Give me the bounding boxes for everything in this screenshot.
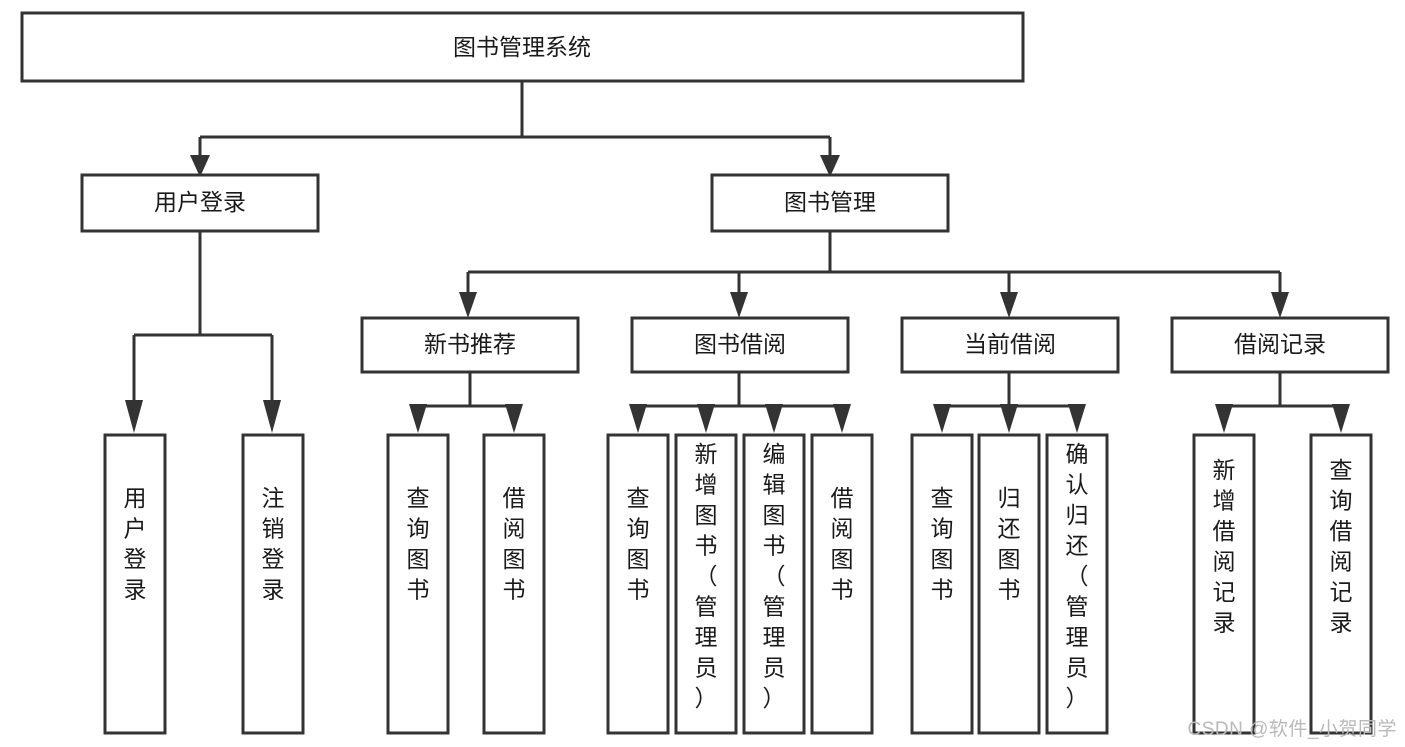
node-book-borrow-box[interactable] xyxy=(630,316,850,374)
arrowhead-book-manage xyxy=(820,155,840,177)
node-user-login-label: 用户登录 xyxy=(154,189,246,215)
leaf-borrow-book-1[interactable]: 借阅图书 xyxy=(482,433,546,735)
node-book-manage-label: 图书管理 xyxy=(784,189,876,215)
leaf-add-book[interactable]: 新增图书（管理员） xyxy=(674,433,738,735)
leaf-edit-book-label: 编辑图书（管理员） xyxy=(763,441,786,711)
leaf-add-record-box[interactable] xyxy=(1192,433,1256,735)
leaf-edit-book-box[interactable] xyxy=(742,433,806,735)
node-new-book-recommend-box[interactable] xyxy=(360,316,580,374)
leaf-query-book-3-label: 查询图书 xyxy=(931,485,954,603)
leaf-query-book-1[interactable]: 查询图书 xyxy=(386,433,450,735)
node-book-borrow[interactable]: 图书借阅 xyxy=(630,316,850,374)
leaf-add-record-label: 新增借阅记录 xyxy=(1213,457,1236,636)
arrowhead-leaf-borrow-book-2 xyxy=(833,404,851,433)
leaf-user-login-box[interactable] xyxy=(103,433,167,735)
leaf-borrow-book-2-label: 借阅图书 xyxy=(831,485,854,603)
leaf-add-record[interactable]: 新增借阅记录 xyxy=(1192,433,1256,735)
arrowhead-leaf-edit-book xyxy=(765,404,783,433)
leaf-query-book-1-box[interactable] xyxy=(386,433,450,735)
leaf-query-book-3[interactable]: 查询图书 xyxy=(910,433,974,735)
node-root[interactable]: 图书管理系统 xyxy=(20,11,1025,83)
arrowhead-leaf-add-record xyxy=(1215,404,1233,433)
node-borrow-record-box[interactable] xyxy=(1170,316,1390,374)
leaf-query-book-2[interactable]: 查询图书 xyxy=(606,433,670,735)
node-current-borrow-label: 当前借阅 xyxy=(964,331,1056,357)
leaf-user-login-label: 用户登录 xyxy=(124,485,147,603)
arrowhead-leaf-query-book-2 xyxy=(629,404,647,433)
node-new-book-recommend[interactable]: 新书推荐 xyxy=(360,316,580,374)
arrowhead-leaf-confirm-return xyxy=(1068,404,1086,433)
node-new-book-recommend-label: 新书推荐 xyxy=(424,331,516,357)
leaf-query-book-3-box[interactable] xyxy=(910,433,974,735)
arrowhead-current-borrow xyxy=(1000,292,1018,318)
arrowhead-user-login xyxy=(190,155,210,177)
leaf-confirm-return[interactable]: 确认归还（管理员） xyxy=(1045,433,1109,735)
leaf-query-book-2-box[interactable] xyxy=(606,433,670,735)
leaf-add-book-box[interactable] xyxy=(674,433,738,735)
leaf-logout-login-label: 注销登录 xyxy=(262,485,285,603)
leaf-return-book-label: 归还图书 xyxy=(998,485,1021,603)
leaf-confirm-return-label: 确认归还（管理员） xyxy=(1066,441,1089,711)
leaf-return-book-box[interactable] xyxy=(977,433,1041,735)
connector-layer xyxy=(125,81,1350,433)
leaf-borrow-book-1-label: 借阅图书 xyxy=(503,485,526,603)
leaf-query-book-1-label: 查询图书 xyxy=(407,485,430,603)
leaf-borrow-book-1-box[interactable] xyxy=(482,433,546,735)
arrowhead-leaf-add-book xyxy=(697,404,715,433)
node-root-label: 图书管理系统 xyxy=(453,34,591,60)
node-user-login[interactable]: 用户登录 xyxy=(80,173,320,233)
node-borrow-record[interactable]: 借阅记录 xyxy=(1170,316,1390,374)
node-borrow-record-label: 借阅记录 xyxy=(1234,331,1326,357)
leaf-add-book-label: 新增图书（管理员） xyxy=(695,441,718,711)
node-current-borrow[interactable]: 当前借阅 xyxy=(900,316,1120,374)
leaf-confirm-return-box[interactable] xyxy=(1045,433,1109,735)
arrowhead-leaf-user-login xyxy=(125,400,143,433)
leaf-logout-login-box[interactable] xyxy=(241,433,305,735)
arrowhead-leaf-logout-login xyxy=(263,400,281,433)
leaf-query-book-2-label: 查询图书 xyxy=(627,485,650,603)
arrowhead-leaf-query-record xyxy=(1332,404,1350,433)
leaf-edit-book[interactable]: 编辑图书（管理员） xyxy=(742,433,806,735)
node-user-login-box[interactable] xyxy=(80,173,320,233)
arrowhead-leaf-query-book-1 xyxy=(409,404,427,433)
arrowhead-leaf-return-book xyxy=(1000,404,1018,433)
node-book-borrow-label: 图书借阅 xyxy=(694,331,786,357)
leaf-borrow-book-2-box[interactable] xyxy=(810,433,874,735)
arrowhead-leaf-query-book-3 xyxy=(933,404,951,433)
node-book-manage[interactable]: 图书管理 xyxy=(710,173,950,233)
leaf-logout-login[interactable]: 注销登录 xyxy=(241,433,305,735)
leaf-user-login[interactable]: 用户登录 xyxy=(103,433,167,735)
arrowhead-borrow-record xyxy=(1271,292,1289,318)
node-book-manage-box[interactable] xyxy=(710,173,950,233)
leaf-return-book[interactable]: 归还图书 xyxy=(977,433,1041,735)
leaf-query-record-label: 查询借阅记录 xyxy=(1330,457,1353,636)
leaf-borrow-book-2[interactable]: 借阅图书 xyxy=(810,433,874,735)
leaf-query-record[interactable]: 查询借阅记录 xyxy=(1309,433,1373,735)
arrowhead-leaf-borrow-book-1 xyxy=(505,404,523,433)
arrowhead-new-book-recommend xyxy=(459,292,477,318)
arrowhead-book-borrow xyxy=(730,292,748,318)
node-root-box[interactable] xyxy=(20,11,1025,83)
leaf-query-record-box[interactable] xyxy=(1309,433,1373,735)
node-current-borrow-box[interactable] xyxy=(900,316,1120,374)
